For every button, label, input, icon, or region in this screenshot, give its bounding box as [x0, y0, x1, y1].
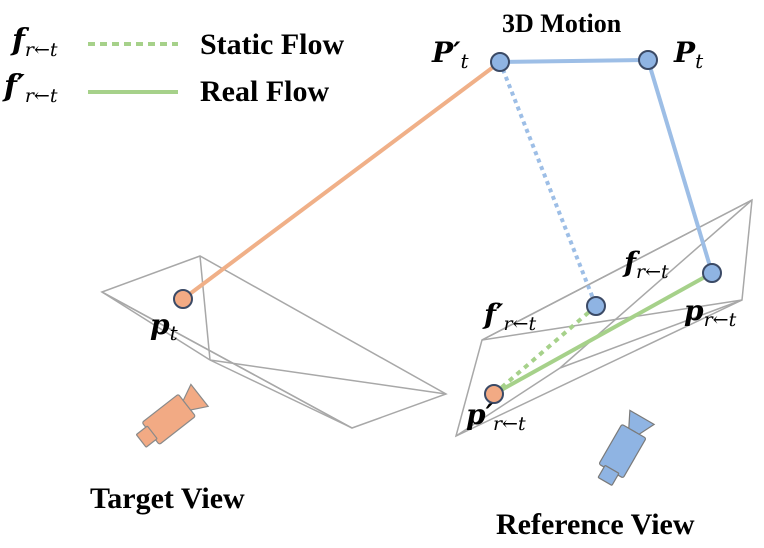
target-view-title: Target View — [90, 482, 245, 515]
point-p-prime-rt — [484, 384, 504, 404]
target-camera-icon — [136, 383, 210, 448]
label-P-prime-t: P′t — [431, 36, 469, 73]
point-p-rt — [702, 263, 722, 283]
legend-real-symbol: f′r←t — [2, 69, 58, 107]
target-frustum — [100, 255, 448, 429]
label-f-rt: fr←t — [622, 246, 669, 283]
motion-title: 3D Motion — [502, 9, 622, 38]
point-P-prime-t — [490, 52, 510, 72]
reference-view-title: Reference View — [496, 508, 695, 541]
label-p-rt: pr←t — [684, 294, 737, 331]
label-f-prime-rt: f′r←t — [482, 298, 536, 335]
motion-line — [499, 58, 649, 64]
static-flow-line — [492, 304, 598, 396]
projection-line-reference — [646, 59, 714, 274]
label-p-prime-rt: p′r←t — [466, 398, 526, 435]
legend: fr←t Static Flow f′r←t Real Flow — [2, 23, 344, 108]
point-P-t — [638, 50, 658, 70]
point-static-reference — [586, 296, 606, 316]
label-p-t: pt — [150, 308, 179, 345]
projection-line-target — [181, 60, 502, 301]
real-flow-line — [493, 271, 713, 396]
legend-real-label: Real Flow — [200, 75, 329, 108]
label-P-t: Pt — [673, 36, 704, 73]
reference-camera-icon — [597, 409, 656, 486]
legend-static-label: Static Flow — [200, 28, 344, 61]
point-p-t — [173, 289, 193, 309]
legend-static-symbol: fr←t — [10, 23, 58, 61]
projection-line-static — [498, 61, 598, 307]
